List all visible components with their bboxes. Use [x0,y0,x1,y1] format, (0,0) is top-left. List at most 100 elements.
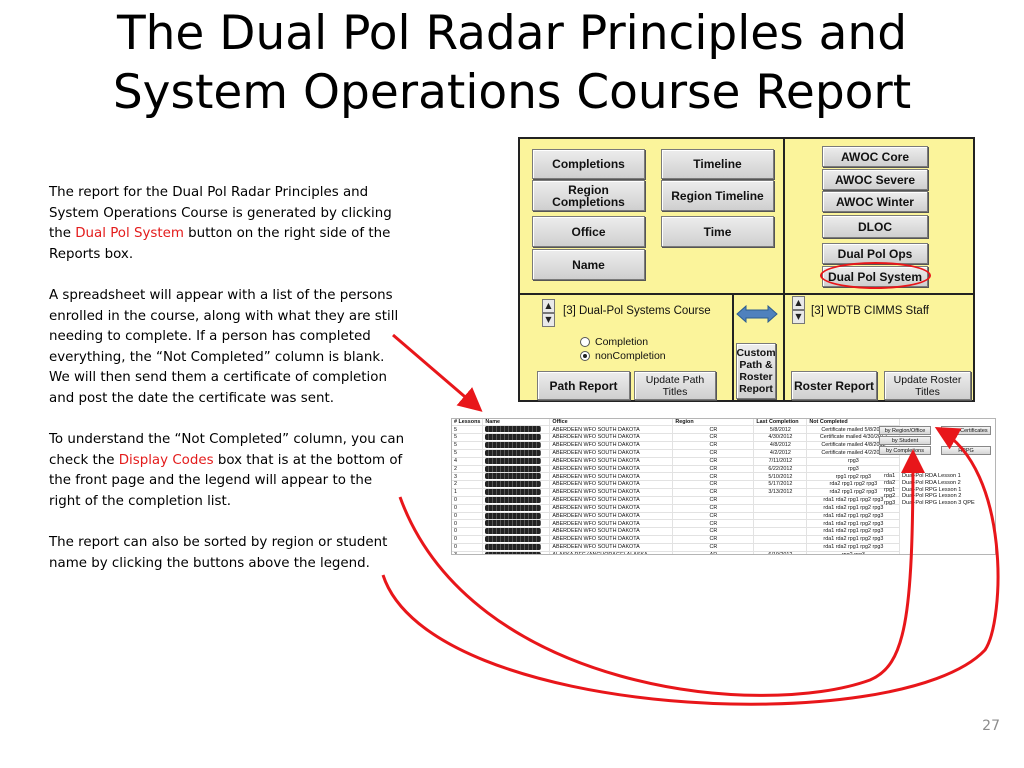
table-cell: 6/22/2012 [753,465,808,474]
radio-noncompletion[interactable]: nonCompletion [580,350,666,362]
time-button[interactable]: Time [661,216,774,247]
table-cell [753,543,808,552]
legend-code: rpg3 [884,500,896,507]
table-cell: rda1 rda2 rpg1 rpg2 rpg3 [806,543,901,552]
title-line-2: System Operations Course Report [112,65,912,120]
table-cell: CR [672,480,755,490]
redacted-name [485,434,542,441]
radio-noncompletion-icon[interactable] [580,351,590,362]
table-cell: 5/17/2012 [753,480,808,490]
name-cell [482,480,551,490]
table-cell: rda1 rda2 rpg1 rpg2 rpg3 [806,496,901,505]
body-text: The report for the Dual Pol Radar Princi… [49,183,407,595]
table-cell: rda1 rda2 rpg1 rpg2 rpg3 [806,504,901,513]
course-spinner[interactable]: ▲ ▼ [542,299,555,329]
redacted-name [485,528,542,535]
radio-completion-label: Completion [595,336,649,348]
by-region-office-button[interactable]: by Region/Office [879,426,931,435]
name-cell [482,543,551,552]
redacted-name [485,426,542,433]
legend-label: Dual-Pol RPG Lesson 2 [902,493,962,500]
timeline-button[interactable]: Timeline [661,149,774,179]
name-cell [482,496,551,505]
dual-pol-system-highlight-ellipse [820,262,931,289]
table-cell: 2 [452,480,484,490]
table-cell: AR [672,551,755,554]
path-report-button[interactable]: Path Report [537,371,630,400]
redacted-name [485,457,542,464]
table-cell: 3 [452,551,484,554]
spinner-down-icon[interactable]: ▼ [542,313,555,327]
table-cell: CR [672,504,755,513]
table-cell: rda1 rda2 rpg1 rpg2 rpg3 [806,535,901,544]
name-cell [482,551,551,554]
awoc-core-button[interactable]: AWOC Core [822,146,928,167]
redacted-name [485,496,542,503]
paragraph-3: To understand the “Not Completed” column… [49,430,407,512]
custom-path-roster-report-button[interactable]: Custom Path & Roster Report [736,343,776,399]
name-button[interactable]: Name [532,249,645,280]
staff-spinner-up-icon[interactable]: ▲ [792,296,805,310]
redacted-name [485,504,542,511]
update-path-titles-button[interactable]: Update Path Titles [634,371,716,400]
office-button[interactable]: Office [532,216,645,247]
awoc-severe-button[interactable]: AWOC Severe [822,169,928,190]
awoc-winter-button[interactable]: AWOC Winter [822,191,928,212]
table-cell: 0 [452,504,484,513]
table-cell: 0 [452,527,484,536]
dloc-button[interactable]: DLOC [822,215,928,238]
radio-completion[interactable]: Completion [580,336,648,348]
table-cell: rda1 rda2 rpg1 rpg2 rpg3 [806,519,901,529]
table-cell: rda1 rda2 rpg1 rpg2 rpg3 [806,512,901,521]
redacted-name [485,449,542,456]
legend-label: Dual-Pol RDA Lesson 2 [902,479,961,486]
legend-code: rpg2 [884,493,896,500]
completions-button[interactable]: Completions [532,149,645,179]
table-cell: 0 [452,519,484,529]
panel-divider-lower-left [732,293,734,402]
legend-entry: rpg2 Dual-Pol RPG Lesson 2 [884,493,975,500]
table-cell: 0 [452,512,484,521]
table-cell: rda2 rpg1 rpg2 rpg3 [806,480,901,490]
table-cell: rpg1 rpg2 rpg3 [806,472,901,482]
staff-spinner-down-icon[interactable]: ▼ [792,310,805,324]
table-cell: 4/8/2012 [753,441,808,450]
name-cell [482,488,551,497]
table-cell: ABERDEEN WFO SOUTH DAKOTA [549,465,674,474]
table-cell: rpg3 [806,457,901,466]
table-cell: CR [672,488,755,497]
table-cell [753,519,808,529]
table-cell: rda1 rda2 rpg1 rpg2 rpg3 [806,527,901,536]
table-cell: 3 [452,472,484,482]
arrow-to-spreadsheet [392,333,483,412]
table-cell: 5 [452,433,484,443]
spinner-up-icon[interactable]: ▲ [542,299,555,313]
name-cell [482,472,551,482]
dual-pol-system-highlight: Dual Pol System [75,226,184,242]
name-cell [482,519,551,529]
table-cell: CR [672,512,755,521]
roster-report-button[interactable]: Roster Report [791,371,877,400]
update-roster-titles-button[interactable]: Update Roster Titles [884,371,971,400]
legend-label: Dual-Pol RPG Lesson 3 QPE [902,500,975,507]
radio-completion-icon[interactable] [580,337,590,348]
staff-spinner[interactable]: ▲ ▼ [792,296,805,326]
table-cell: 5 [452,425,484,435]
table-cell: ABERDEEN WFO SOUTH DAKOTA [549,535,674,544]
arrow-to-sort-buttons [398,449,925,697]
table-cell: 5/10/2012 [753,472,808,482]
table-cell: 0 [452,496,484,505]
region-completions-button[interactable]: Region Completions [532,180,645,211]
table-cell: Certificate mailed 4/8/2012 [806,441,901,450]
region-timeline-button[interactable]: Region Timeline [661,180,774,211]
by-student-button[interactable]: by Student [879,436,931,445]
